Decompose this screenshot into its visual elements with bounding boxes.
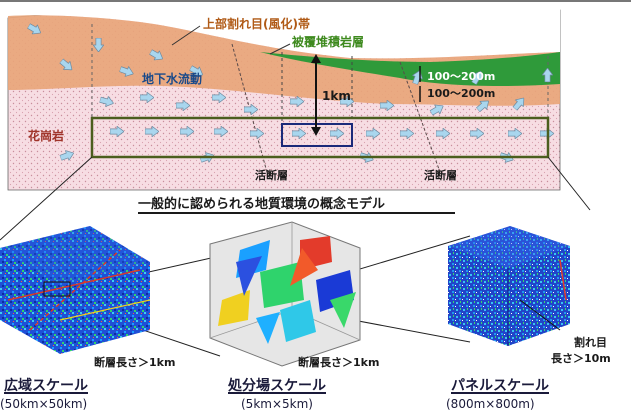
depth-arrow-top-head (311, 54, 321, 63)
fracture-label-line1: 割れ目 (574, 336, 607, 349)
sky-region (8, 2, 560, 59)
groundwater-flow-label: 地下水流動 (142, 72, 203, 86)
pointer-cover (269, 43, 291, 55)
cover-layer (260, 52, 560, 86)
panel-scale-size: (800m×800m) (446, 397, 535, 411)
fault-line-right (399, 61, 441, 173)
fracture-label-line2: 長さ＞10m (551, 352, 611, 365)
disposal-scale-size: (5km×5km) (241, 397, 313, 411)
fault-right-label: 活断層 (424, 169, 457, 182)
regional-fault-length-label: 断層長さ＞1km (94, 356, 176, 369)
cover-depth-label: 100～200m (427, 70, 496, 83)
study-region-box (90, 116, 550, 159)
regional-scale-size: (50km×50km) (0, 397, 88, 411)
zoom-line-1 (0, 156, 93, 241)
granite-label: 花崗岩 (28, 129, 65, 143)
zoom-line-2 (547, 156, 591, 211)
fault-line-left (231, 43, 269, 177)
regional-scale-model (0, 226, 151, 354)
depth-arrow-bottom-head (311, 127, 321, 136)
panel-scale-title: パネルスケール (451, 378, 549, 394)
panel-scale-model (448, 226, 570, 346)
regional-scale-title: 広域スケール (4, 378, 88, 394)
depth-1km-label: 1km (322, 89, 351, 103)
fault-left-label: 活断層 (255, 169, 288, 182)
disposal-scale-model (209, 221, 361, 367)
weathering-depth-label: 100～200m (427, 87, 496, 100)
model-title: 一般的に認められる地質環境の概念モデル (138, 197, 386, 212)
disposal-scale-title: 処分場スケール (228, 378, 326, 394)
weathering-zone-label: 上部割れ目(風化)帯 (203, 17, 310, 31)
disposal-fault-length-label: 断層長さ＞1km (298, 356, 380, 369)
weathering-zone (8, 15, 560, 106)
cover-layer-label: 被覆堆積岩層 (292, 35, 365, 49)
pointer-weathering (171, 25, 201, 46)
